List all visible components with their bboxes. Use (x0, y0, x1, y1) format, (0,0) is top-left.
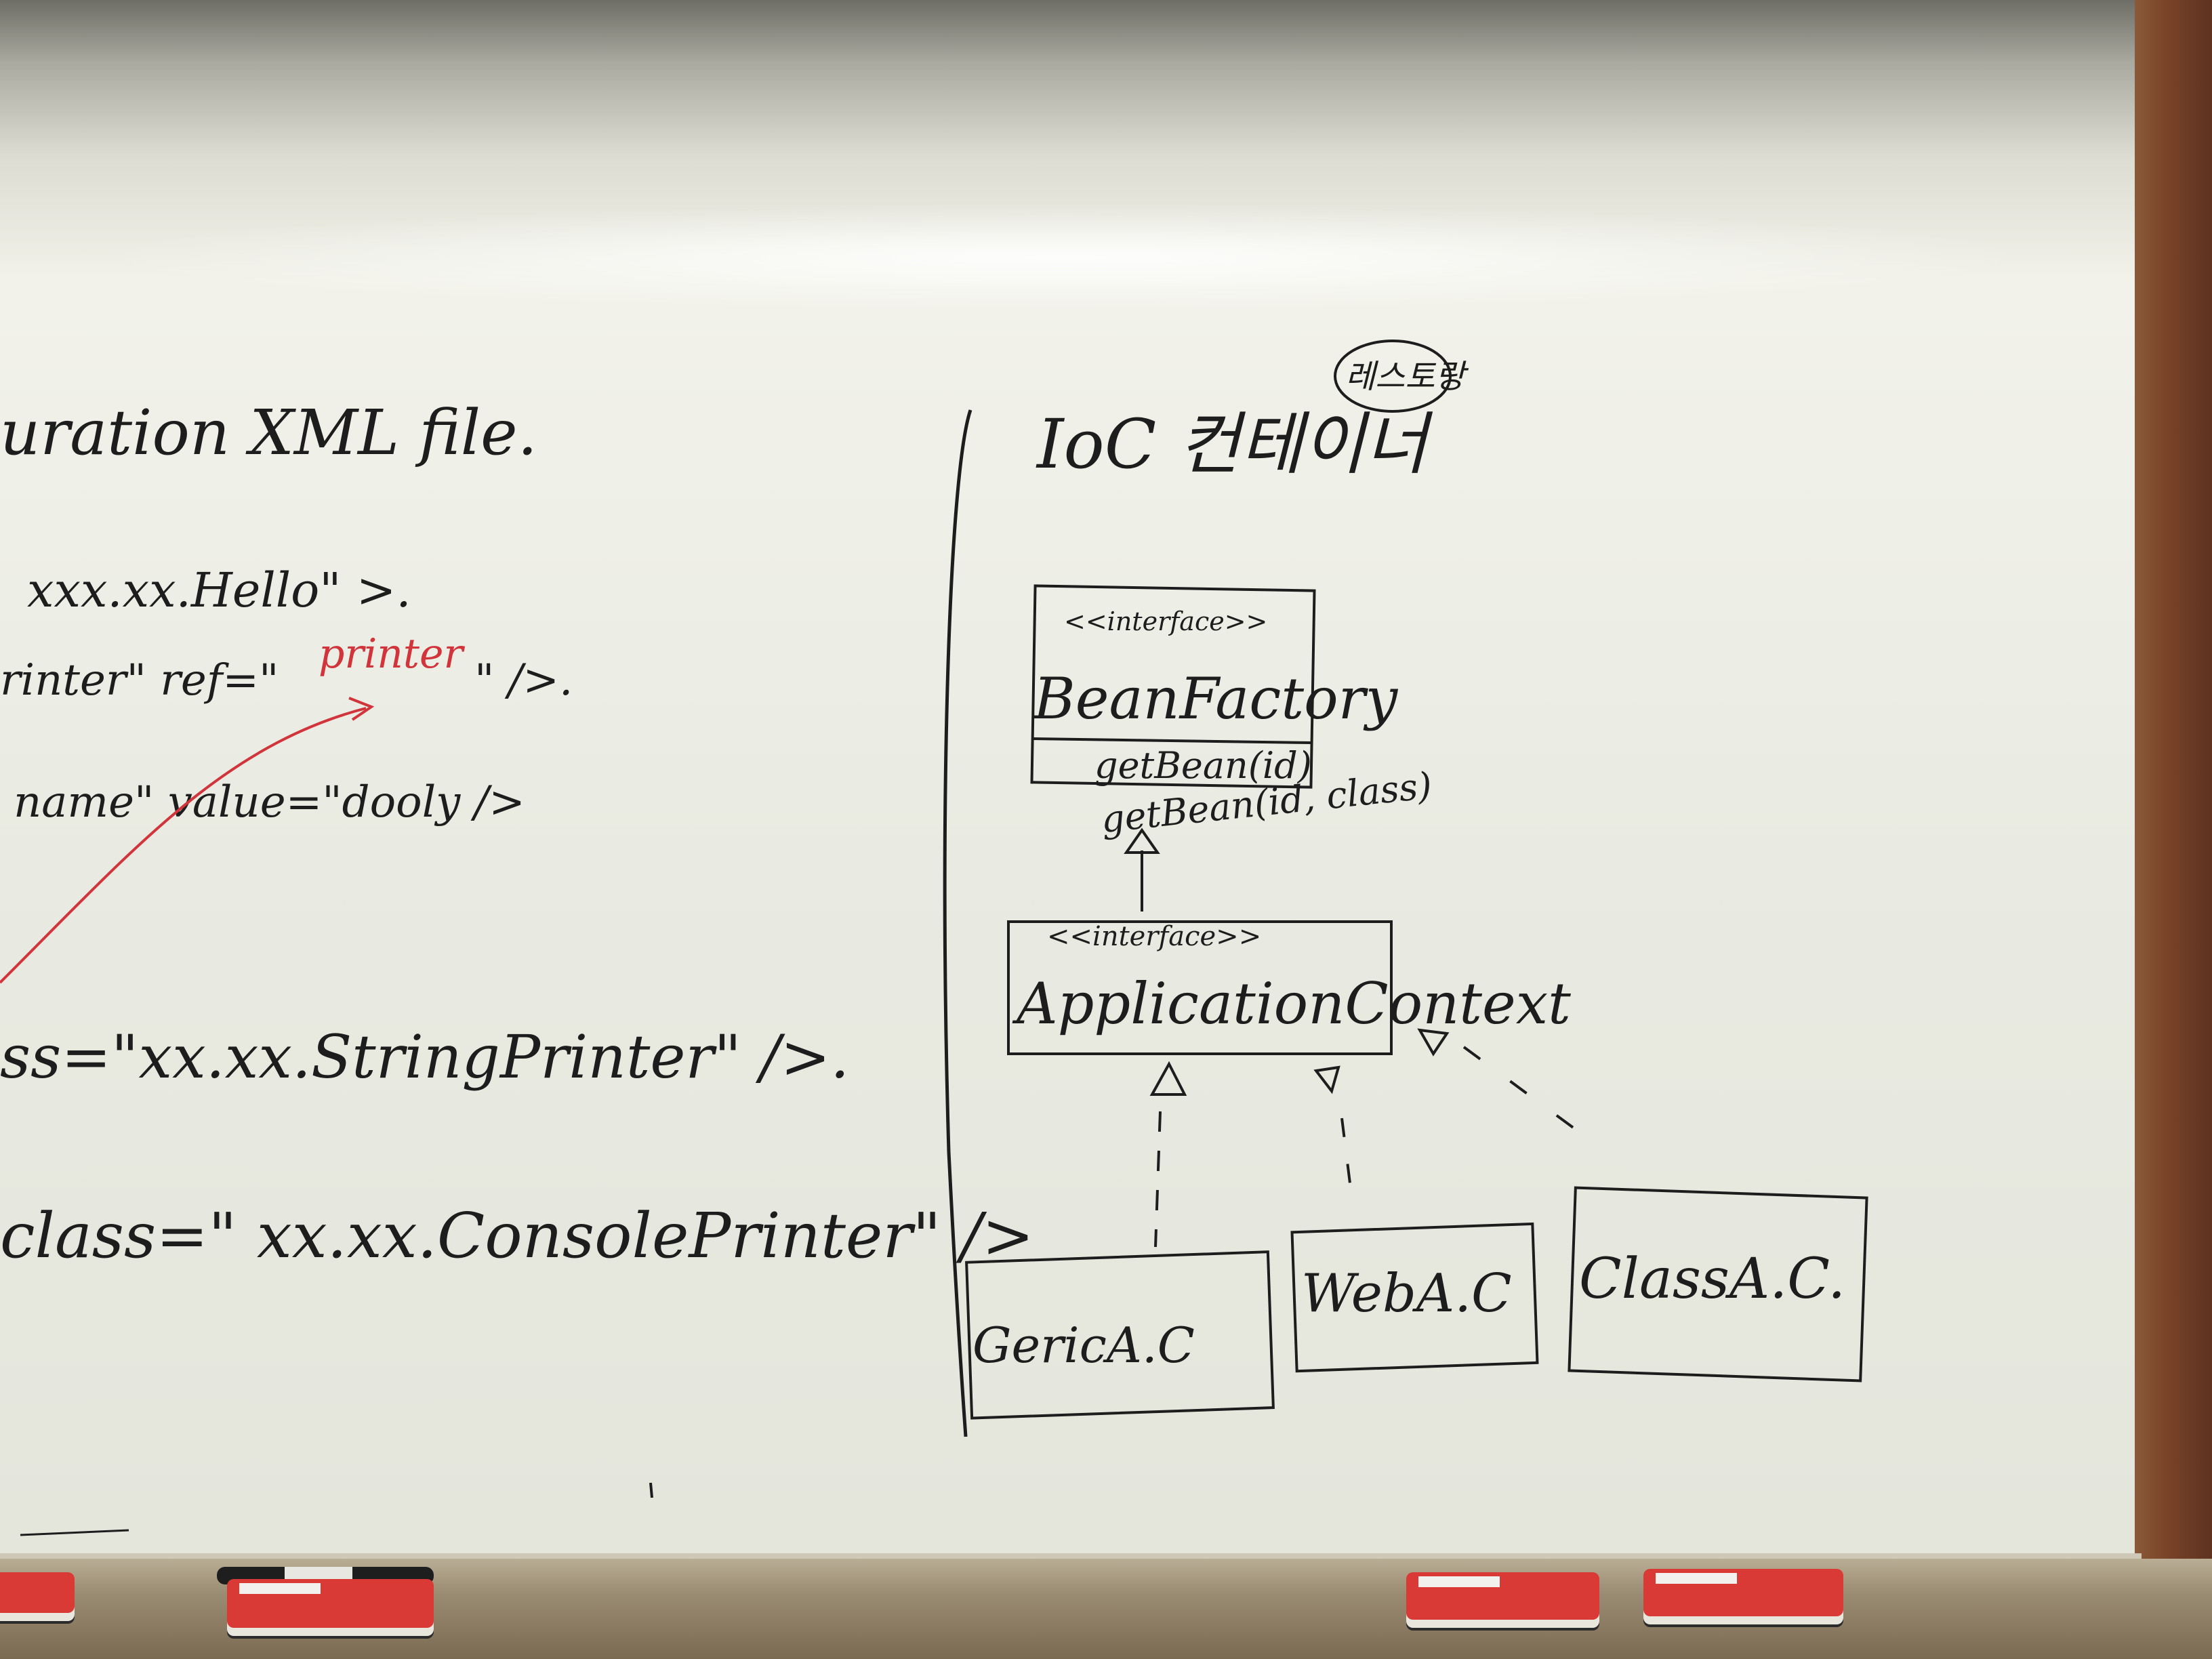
code-line-1: uration XML file. (0, 396, 537, 469)
code-line-2: xxx.xx.Hello" >. (27, 562, 411, 618)
realize-line-2 (1340, 1118, 1353, 1200)
eraser-3[interactable] (1406, 1572, 1599, 1620)
red-arrow (0, 707, 367, 984)
code-line-4: name" value="dooly /> (14, 777, 525, 827)
beanfactory-name: BeanFactory (1032, 665, 1399, 732)
beanfactory-method-1: getBean(id) (1094, 744, 1312, 787)
appcontext-stereotype: <<interface>> (1047, 921, 1261, 952)
eraser-4[interactable] (1643, 1569, 1843, 1616)
eraser-label (239, 1583, 321, 1594)
code-line-3a: rinter" ref=" (0, 655, 279, 705)
eraser-label (1418, 1576, 1500, 1587)
realize-line-1 (1154, 1111, 1162, 1248)
board-frame (2135, 0, 2212, 1659)
beanfactory-box (1030, 584, 1316, 789)
title-note: 레스토랑 (1345, 358, 1469, 396)
title-note-circle (1334, 340, 1452, 413)
impl-box-1 (965, 1250, 1275, 1420)
realize-triangle-3 (1417, 1028, 1450, 1057)
divider-line (943, 409, 972, 1437)
impl-box-2 (1290, 1222, 1539, 1373)
diagram-title: IoC 컨테이너 (1036, 405, 1433, 484)
stray-mark (20, 1529, 129, 1536)
eraser-2[interactable] (227, 1579, 434, 1628)
beanfactory-divider (1031, 737, 1312, 744)
red-arrow-head (348, 697, 375, 721)
light-glare (81, 203, 2047, 312)
beanfactory-stereotype: <<interface>> (1064, 607, 1267, 636)
impl-name-3: ClassA.C. (1579, 1247, 1845, 1311)
eraser-1[interactable] (0, 1572, 75, 1613)
impl-box-3 (1568, 1186, 1868, 1382)
whiteboard (0, 0, 2135, 1559)
appcontext-box (1007, 920, 1393, 1055)
code-line-3b: " />. (474, 655, 573, 705)
appcontext-name: ApplicationContext (1012, 970, 1571, 1037)
realize-triangle-2 (1313, 1065, 1340, 1094)
eraser-label (1656, 1573, 1737, 1584)
extends-triangle (1124, 827, 1160, 854)
realize-line-3 (1462, 1046, 1594, 1143)
realize-triangle-1 (1149, 1061, 1187, 1096)
code-line-6: class=" xx.xx.ConsolePrinter" /> (0, 1200, 1034, 1272)
code-line-3-red: printer (319, 630, 466, 678)
stray-mark (649, 1482, 653, 1498)
code-line-5: ss="xx.xx.StringPrinter" />. (0, 1022, 849, 1092)
impl-name-2: WebA.C (1301, 1263, 1512, 1324)
impl-name-1: GericA.C (972, 1317, 1195, 1374)
